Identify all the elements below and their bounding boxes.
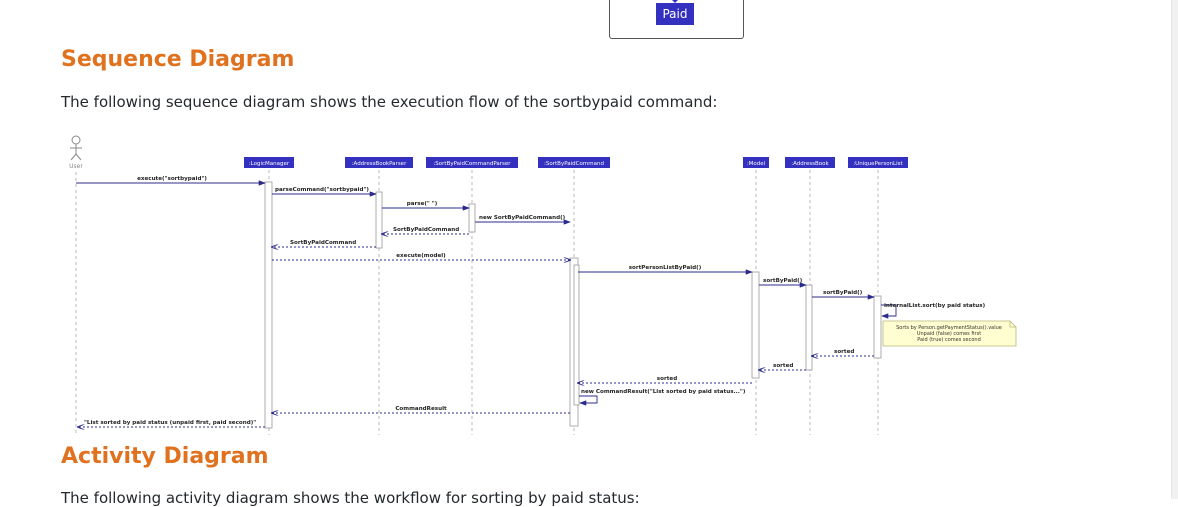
paid-badge: Paid — [656, 3, 694, 25]
note-line: Sorts by Person.getPaymentStatus().value — [896, 325, 1002, 331]
message-label: sortPersonListByPaid() — [629, 265, 702, 271]
actor-user: User — [69, 135, 83, 170]
activity-diagram-heading: Activity Diagram — [61, 444, 269, 469]
participant-unique-person-list: :UniquePersonList — [848, 157, 908, 168]
actor-label: User — [69, 163, 83, 170]
message-label: internalList.sort(by paid status) — [884, 303, 986, 309]
message-label: new CommandResult("List sorted by paid s… — [581, 389, 746, 395]
participant-label: :LogicManager — [249, 161, 290, 167]
participant-address-book-parser: :AddressBookParser — [345, 157, 413, 168]
participant-sort-by-paid-command: :SortByPaidCommand — [538, 157, 610, 168]
message-label: new SortByPaidCommand() — [479, 215, 566, 221]
message-label: sorted — [773, 363, 793, 369]
message-label: parse(" ") — [407, 201, 438, 207]
message-label: parseCommand("sortbypaid") — [275, 187, 369, 193]
message-label: "List sorted by paid status (unpaid firs… — [84, 420, 256, 426]
activation-bars — [264, 181, 882, 429]
sequence-diagram-intro: The following sequence diagram shows the… — [61, 93, 718, 111]
message-label: sortByPaid() — [823, 290, 863, 296]
participant-label: :Model — [747, 161, 766, 167]
message-label: CommandResult — [395, 406, 447, 412]
participant-label: :SortByPaidCommand — [544, 161, 604, 167]
participant-sort-by-paid-command-parser: :SortByPaidCommandParser — [426, 157, 518, 168]
message-label: sorted — [834, 349, 854, 355]
participant-address-book: :AddressBook — [785, 157, 835, 168]
message-label: execute("sortbypaid") — [137, 176, 207, 182]
participant-model: :Model — [743, 157, 769, 168]
participant-label: :AddressBook — [791, 161, 829, 167]
message-label: SortByPaidCommand — [290, 240, 356, 246]
note-line: Unpaid (false) comes first — [917, 331, 981, 337]
sequence-diagram: User :LogicManager :AddressBookParser :S… — [69, 135, 1017, 435]
page-scrollbar[interactable] — [1171, 0, 1178, 499]
message-label: SortByPaidCommand — [393, 227, 459, 233]
activity-diagram-intro: The following activity diagram shows the… — [61, 489, 640, 507]
message-label: execute(model) — [396, 253, 446, 259]
sequence-diagram-heading: Sequence Diagram — [61, 47, 295, 72]
message-label: sortByPaid() — [763, 278, 803, 284]
message-label: sorted — [657, 376, 677, 382]
participant-label: :AddressBookParser — [352, 161, 407, 167]
note-line: Paid (true) comes second — [917, 337, 981, 343]
arrow-head-icon — [671, 0, 679, 3]
participant-label: :SortByPaidCommandParser — [433, 161, 511, 167]
participant-label: :UniquePersonList — [853, 161, 903, 167]
participant-logic-manager: :LogicManager — [244, 157, 294, 168]
self-call-arrow — [579, 395, 598, 406]
self-call-arrow — [881, 304, 897, 319]
sort-note: Sorts by Person.getPaymentStatus().value… — [882, 320, 1017, 347]
